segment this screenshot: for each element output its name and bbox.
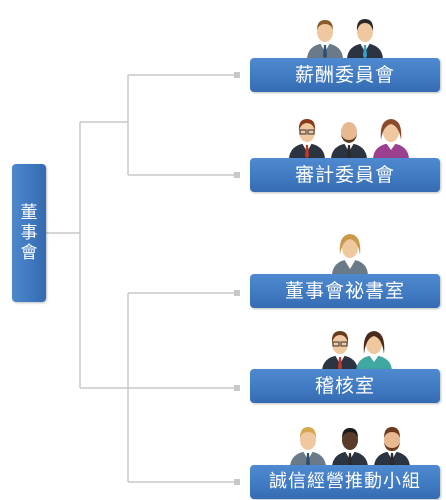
woman-icon [332,234,368,276]
three-people-icon [289,119,409,160]
board-label: 董事會 [20,203,38,263]
unit-box-integrity-task-force: 誠信經營推動小組 [250,465,440,499]
two-men-icon [307,19,383,60]
three-men-icon [290,427,410,468]
board-node: 董事會 [12,164,46,302]
unit-box-remuneration-committee: 薪酬委員會 [250,58,440,92]
man-and-woman-icon [322,331,392,372]
unit-label: 稽核室 [314,375,375,397]
unit-box-board-secretariat: 董事會祕書室 [250,274,440,308]
unit-label: 薪酬委員會 [294,64,395,86]
unit-label: 誠信經營推動小組 [269,471,421,492]
unit-label: 董事會祕書室 [284,280,405,302]
unit-box-audit-committee: 審計委員會 [250,158,440,192]
unit-box-audit-office: 稽核室 [250,369,440,403]
unit-label: 審計委員會 [294,164,395,186]
